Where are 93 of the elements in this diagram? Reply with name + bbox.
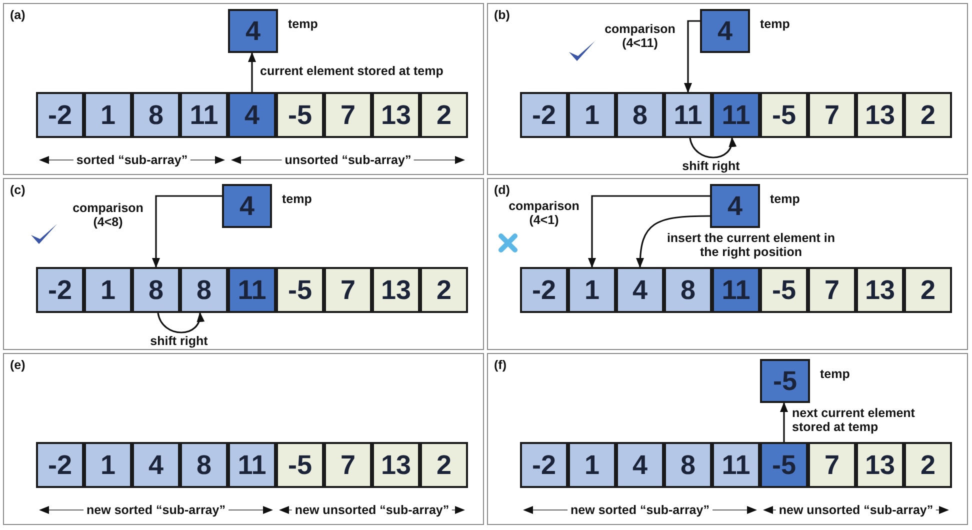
array-cell: 11	[712, 267, 760, 313]
panel-label: (b)	[494, 8, 510, 22]
array-cell: -5	[276, 92, 324, 138]
range-label: new sorted “sub-array”	[84, 503, 228, 517]
array-cell: 2	[420, 267, 468, 313]
array-cell: 4	[132, 442, 180, 488]
array-cell: -2	[520, 442, 568, 488]
array-cell: 11	[228, 267, 276, 313]
temp-box: -5	[760, 359, 810, 403]
arrow	[157, 312, 204, 334]
array-cell: 11	[664, 92, 712, 138]
array-cell: 4	[616, 267, 664, 313]
panel	[3, 3, 484, 175]
temp-label: temp	[820, 367, 850, 381]
array-cell: -5	[760, 267, 808, 313]
array-cell: 8	[664, 442, 712, 488]
array-cell: 1	[84, 442, 132, 488]
array-cell: 8	[132, 92, 180, 138]
panel	[487, 353, 968, 525]
panel	[487, 178, 968, 350]
temp-box: 4	[700, 9, 750, 53]
array-cell: 8	[664, 267, 712, 313]
array-cell: -2	[36, 442, 84, 488]
array-cell: 7	[808, 92, 856, 138]
array-cell: -2	[36, 267, 84, 313]
temp-label: temp	[288, 17, 318, 31]
arrow	[689, 137, 736, 158]
array-cell: 11	[228, 442, 276, 488]
panel-label: (c)	[10, 183, 26, 197]
panel-label: (f)	[494, 358, 506, 372]
array-cell: 8	[616, 92, 664, 138]
array-cell: 7	[324, 267, 372, 313]
array-cell: 1	[568, 267, 616, 313]
range-label: unsorted “sub-array”	[282, 153, 414, 167]
arrow	[636, 215, 710, 268]
panel-label: (a)	[10, 8, 26, 22]
array-cell: 2	[420, 442, 468, 488]
array-cell: -5	[760, 442, 808, 488]
temp-box: 4	[710, 184, 760, 228]
array-cell: 7	[808, 267, 856, 313]
edge-label: shift right	[150, 334, 208, 348]
array-cell: 1	[568, 442, 616, 488]
array-cell: 13	[856, 442, 904, 488]
array-cell: 2	[904, 267, 952, 313]
panel	[3, 353, 484, 525]
array-cell: 11	[712, 92, 760, 138]
temp-box: 4	[228, 9, 278, 53]
array-cell: 7	[324, 92, 372, 138]
array-cell: 4	[228, 92, 276, 138]
panel	[487, 3, 968, 175]
arrow	[588, 195, 710, 268]
range-label: new unsorted “sub-array”	[776, 503, 936, 517]
array-cell: 13	[372, 267, 420, 313]
array-cell: 4	[616, 442, 664, 488]
panel	[3, 178, 484, 350]
array-cell: 13	[856, 92, 904, 138]
array-cell: 1	[84, 92, 132, 138]
array-cell: 2	[420, 92, 468, 138]
array-cell: 1	[84, 267, 132, 313]
array-cell: 11	[712, 442, 760, 488]
array-cell: -2	[520, 267, 568, 313]
edge-label: current element stored at temp	[260, 64, 444, 78]
array-cell: 8	[180, 442, 228, 488]
array-cell: 8	[180, 267, 228, 313]
arrow	[780, 402, 788, 442]
array-cell: 11	[180, 92, 228, 138]
array-cell: 2	[904, 442, 952, 488]
array-cell: 7	[808, 442, 856, 488]
array-cell: 13	[372, 442, 420, 488]
temp-box: 4	[222, 184, 272, 228]
range-label: new unsorted “sub-array”	[292, 503, 452, 517]
panel-label: (d)	[494, 183, 510, 197]
arrow	[248, 52, 256, 92]
temp-label: temp	[282, 192, 312, 206]
array-cell: 13	[372, 92, 420, 138]
range-label: new sorted “sub-array”	[568, 503, 712, 517]
array-cell: 1	[568, 92, 616, 138]
array-cell: 13	[856, 267, 904, 313]
array-cell: -2	[520, 92, 568, 138]
edge-label: shift right	[682, 159, 740, 173]
array-cell: 8	[132, 267, 180, 313]
array-cell: -5	[760, 92, 808, 138]
temp-label: temp	[760, 17, 790, 31]
array-cell: -2	[36, 92, 84, 138]
arrow	[152, 195, 222, 268]
temp-label: temp	[770, 192, 800, 206]
array-cell: 2	[904, 92, 952, 138]
panel-label: (e)	[10, 358, 26, 372]
array-cell: -5	[276, 442, 324, 488]
array-cell: 7	[324, 442, 372, 488]
array-cell: -5	[276, 267, 324, 313]
arrow	[684, 20, 700, 93]
range-label: sorted “sub-array”	[73, 153, 191, 167]
